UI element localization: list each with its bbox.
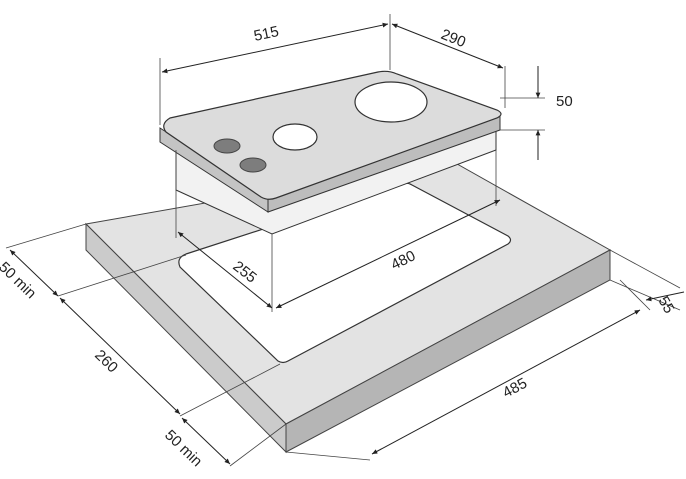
dim-line-cutout-width [275,199,501,309]
label-hob-depth: 290 [439,26,469,51]
hob [159,70,502,235]
dim-line-back-clearance [181,417,231,465]
label-hob-height: 50 [556,93,573,110]
label-counter-width: 485 [500,375,530,402]
dim-line-counter-thickness [645,291,685,302]
dim-line-front-clearance [9,249,59,297]
dim-line-cutout-depth [177,231,273,309]
large-burner [354,81,428,123]
label-back-clearance: 50 min [161,427,205,471]
extension-lines [5,14,681,467]
control-knob-left-icon [213,138,241,154]
dim-line-hob-depth [391,23,504,69]
label-counter-thickness: 55 [655,294,678,317]
small-burner [272,123,318,151]
dim-line-hob-width [161,22,389,74]
dimension-lines [9,22,685,465]
control-knob-right-icon [239,157,267,173]
dim-line-counter-depth [59,297,181,415]
dim-line-counter-width [371,309,641,455]
label-counter-depth: 260 [91,347,121,377]
label-hob-width: 515 [252,23,280,45]
label-front-clearance: 50 min [0,259,39,303]
